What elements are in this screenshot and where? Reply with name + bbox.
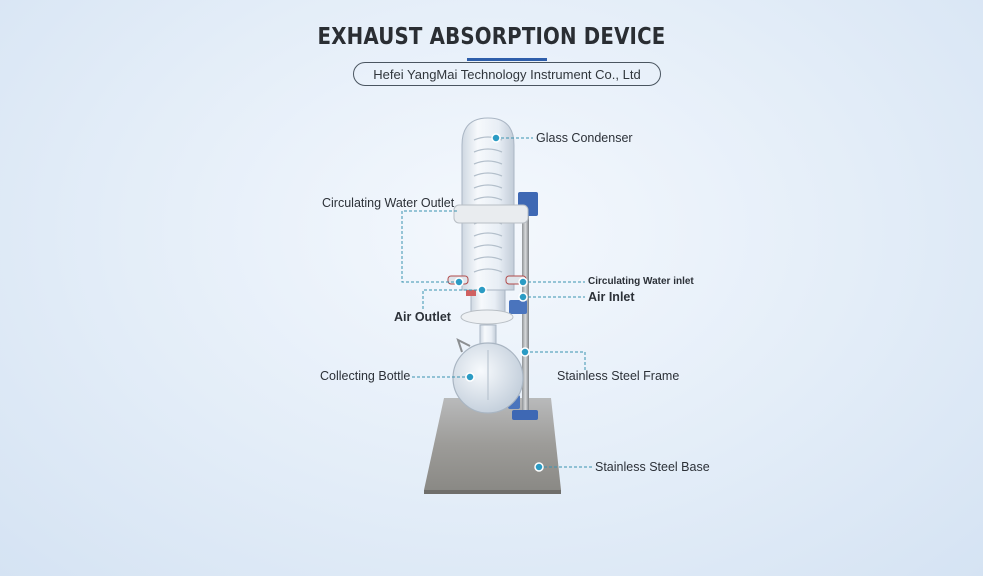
label-air-inlet: Air Inlet	[588, 290, 635, 304]
callout-markers	[454, 133, 544, 472]
company-name: Hefei YangMai Technology Instrument Co.,…	[373, 66, 641, 82]
label-circulating-water-outlet: Circulating Water Outlet	[322, 196, 455, 210]
marker-air-inlet	[518, 292, 528, 302]
label-circulating-water-inlet: Circulating Water inlet	[588, 276, 694, 287]
page-title: EXHAUST ABSORPTION DEVICE	[317, 24, 666, 50]
marker-steel-base	[534, 462, 544, 472]
marker-collecting-bottle	[465, 372, 475, 382]
marker-water-inlet	[518, 277, 528, 287]
label-air-outlet: Air Outlet	[394, 310, 451, 324]
marker-water-outlet	[454, 277, 464, 287]
marker-glass-condenser	[491, 133, 501, 143]
title-underline	[467, 58, 547, 61]
company-name-badge: Hefei YangMai Technology Instrument Co.,…	[353, 62, 661, 86]
label-stainless-steel-frame: Stainless Steel Frame	[557, 369, 680, 383]
callout-lines	[401, 137, 592, 468]
label-glass-condenser: Glass Condenser	[536, 131, 633, 145]
label-stainless-steel-base: Stainless Steel Base	[595, 460, 710, 474]
collecting-bottle	[452, 324, 524, 414]
glass-condenser	[447, 117, 529, 325]
label-collecting-bottle: Collecting Bottle	[320, 369, 411, 383]
marker-air-outlet	[477, 285, 487, 295]
marker-steel-frame	[520, 347, 530, 357]
stainless-steel-base	[424, 398, 561, 494]
